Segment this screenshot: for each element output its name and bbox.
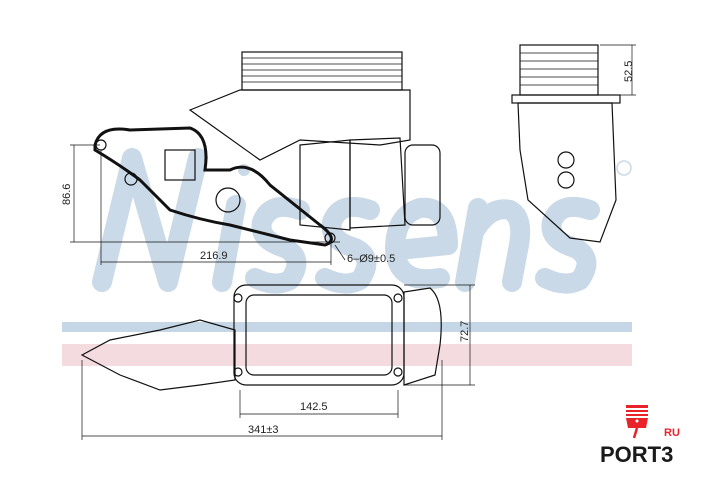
dim-cooler-height: 72.7 — [459, 321, 471, 342]
watermark-band-pink — [62, 344, 632, 366]
cooler-top-view — [188, 51, 441, 231]
dim-width-front: 216.9 — [200, 250, 228, 262]
dim-cooler-width: 142.5 — [300, 401, 328, 413]
nissens-watermark — [92, 148, 632, 294]
dim-overall-length: 341±3 — [248, 424, 279, 436]
dim-side-height: 52.5 — [623, 61, 635, 82]
logo-text: PORT3 — [600, 442, 673, 467]
watermark-band-blue — [62, 322, 632, 332]
logo-suffix: RU — [664, 427, 680, 439]
dim-height-front: 86.6 — [61, 184, 73, 205]
side-view — [511, 44, 636, 243]
bottom-view — [80, 284, 442, 391]
port3-logo: PORT3 RU — [600, 405, 680, 467]
dimension-lines — [70, 144, 475, 440]
dim-holes: 6–Ø9±0.5 — [347, 253, 395, 265]
